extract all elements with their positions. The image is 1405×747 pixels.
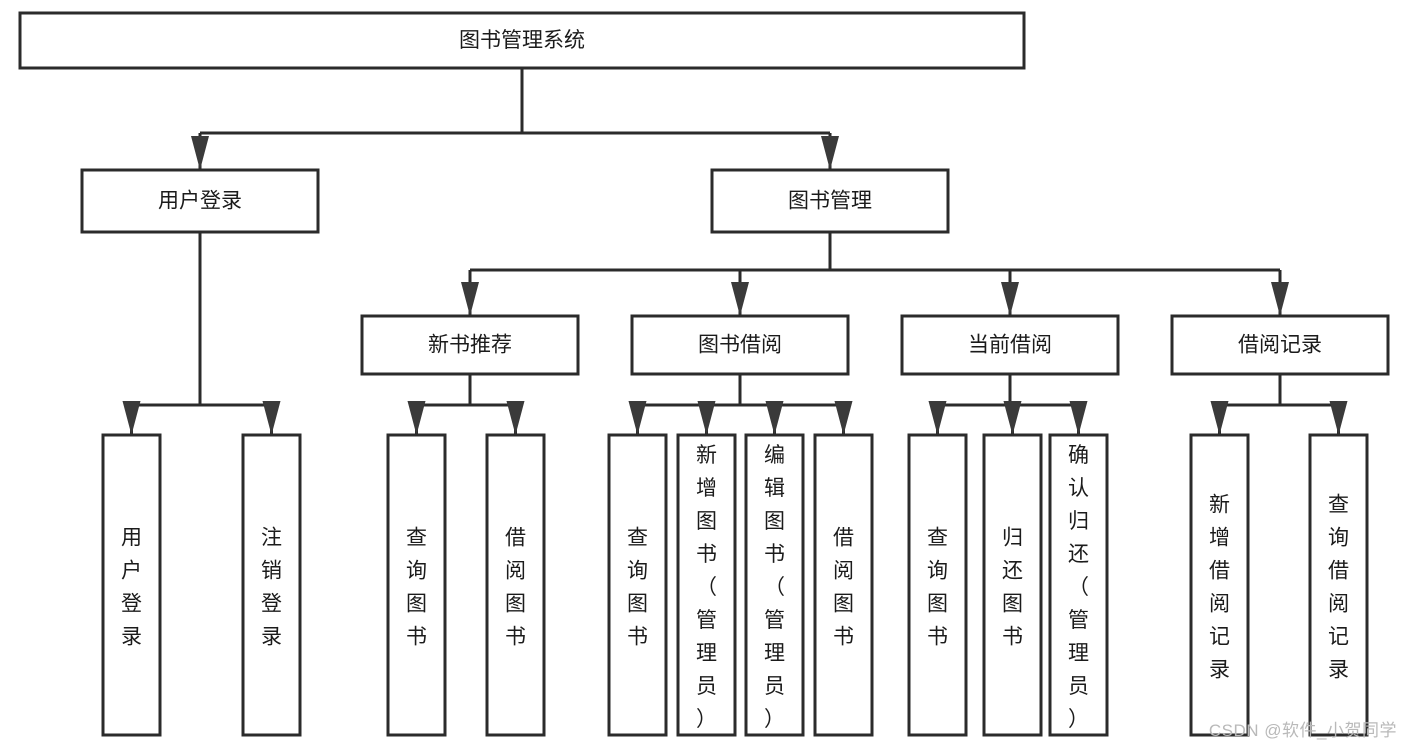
- node-leaf-borrow-book-1[interactable]: 借阅图书: [485, 433, 546, 737]
- node-leaf-user-logout-box: [241, 433, 302, 737]
- node-book-manage-label: 图书管理: [788, 190, 872, 213]
- node-current-borrow[interactable]: 当前借阅: [900, 314, 1120, 376]
- node-leaf-user-login-box: [101, 433, 162, 737]
- node-leaf-return-book-box: [982, 433, 1043, 737]
- node-leaf-query-book-3-label: 查询图书: [927, 527, 948, 649]
- node-leaf-query-book-2-box: [607, 433, 668, 737]
- node-borrow-record[interactable]: 借阅记录: [1170, 314, 1390, 376]
- node-leaf-borrow-book-1-label: 借阅图书: [505, 527, 526, 649]
- node-leaf-borrow-book-2[interactable]: 借阅图书: [813, 433, 874, 737]
- node-leaf-add-book[interactable]: 新增图书（管理员）: [676, 433, 737, 737]
- watermark-text: CSDN @软件_小贺同学: [1208, 721, 1397, 740]
- connectors-layer: [122, 68, 1348, 435]
- node-leaf-user-login-label: 用户登录: [121, 527, 142, 649]
- node-leaf-borrow-book-2-label: 借阅图书: [833, 527, 854, 649]
- node-leaf-edit-book-label: 编辑图书（管理员）: [764, 444, 785, 731]
- node-leaf-confirm-return-label: 确认归还（管理员）: [1068, 444, 1089, 731]
- node-leaf-query-book-1[interactable]: 查询图书: [386, 433, 447, 737]
- node-leaf-borrow-book-1-box: [485, 433, 546, 737]
- node-book-manage-box: [710, 168, 950, 234]
- node-leaf-query-record[interactable]: 查询借阅记录: [1308, 433, 1369, 737]
- node-book-borrow-label: 图书借阅: [698, 334, 782, 357]
- node-leaf-confirm-return[interactable]: 确认归还（管理员）: [1048, 433, 1109, 737]
- node-leaf-user-logout[interactable]: 注销登录: [241, 433, 302, 737]
- node-leaf-user-logout-label: 注销登录: [261, 527, 282, 649]
- node-current-borrow-label: 当前借阅: [968, 334, 1052, 357]
- node-leaf-query-record-box: [1308, 433, 1369, 737]
- node-new-book-rec[interactable]: 新书推荐: [360, 314, 580, 376]
- node-root-图书管理系统[interactable]: 图书管理系统: [18, 11, 1026, 70]
- node-leaf-borrow-book-2-box: [813, 433, 874, 737]
- node-new-book-rec-label: 新书推荐: [428, 334, 512, 357]
- node-user-login-box: [80, 168, 320, 234]
- node-root-图书管理系统-label: 图书管理系统: [459, 29, 585, 52]
- node-borrow-record-box: [1170, 314, 1390, 376]
- node-leaf-add-record-label: 新增借阅记录: [1209, 494, 1230, 682]
- node-book-borrow-box: [630, 314, 850, 376]
- node-leaf-query-book-3[interactable]: 查询图书: [907, 433, 968, 737]
- node-book-borrow[interactable]: 图书借阅: [630, 314, 850, 376]
- node-user-login-label: 用户登录: [158, 190, 242, 213]
- node-leaf-query-book-2-label: 查询图书: [627, 527, 648, 649]
- node-leaf-query-book-3-box: [907, 433, 968, 737]
- node-leaf-return-book[interactable]: 归还图书: [982, 433, 1043, 737]
- node-leaf-add-book-box: [676, 433, 737, 737]
- node-new-book-rec-box: [360, 314, 580, 376]
- node-leaf-query-book-1-box: [386, 433, 447, 737]
- node-leaf-add-record[interactable]: 新增借阅记录: [1189, 433, 1250, 737]
- node-leaf-user-login[interactable]: 用户登录: [101, 433, 162, 737]
- nodes-layer: 图书管理系统用户登录图书管理新书推荐图书借阅当前借阅借阅记录用户登录注销登录查询…: [18, 11, 1390, 737]
- node-current-borrow-box: [900, 314, 1120, 376]
- node-user-login[interactable]: 用户登录: [80, 168, 320, 234]
- node-leaf-query-book-2[interactable]: 查询图书: [607, 433, 668, 737]
- node-leaf-edit-book[interactable]: 编辑图书（管理员）: [744, 433, 805, 737]
- node-leaf-edit-book-box: [744, 433, 805, 737]
- node-leaf-add-book-label: 新增图书（管理员）: [696, 444, 717, 731]
- node-book-manage[interactable]: 图书管理: [710, 168, 950, 234]
- node-leaf-confirm-return-box: [1048, 433, 1109, 737]
- node-leaf-return-book-label: 归还图书: [1002, 527, 1023, 649]
- node-leaf-query-record-label: 查询借阅记录: [1328, 494, 1349, 682]
- node-leaf-query-book-1-label: 查询图书: [406, 527, 427, 649]
- node-leaf-add-record-box: [1189, 433, 1250, 737]
- node-root-图书管理系统-box: [18, 11, 1026, 70]
- node-borrow-record-label: 借阅记录: [1238, 334, 1322, 357]
